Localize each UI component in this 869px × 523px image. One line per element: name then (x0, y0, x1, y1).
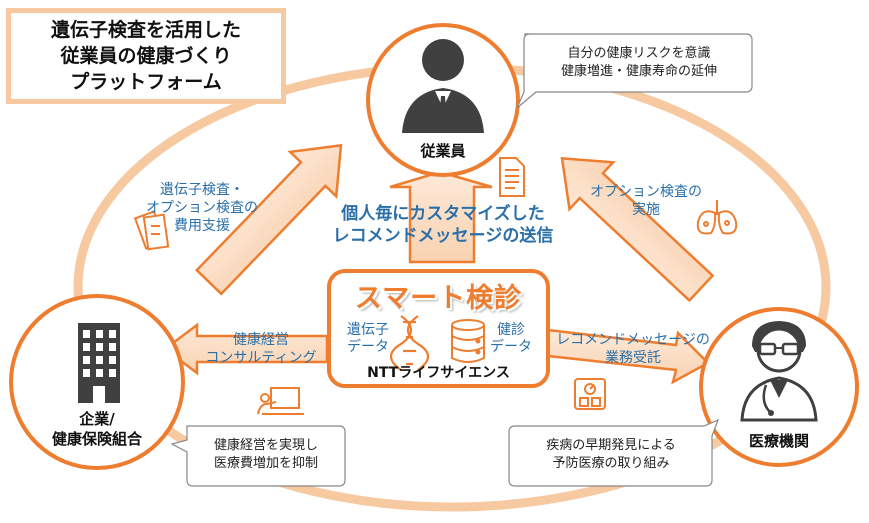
arrow-left-up-line-1: 遺伝子検査・ (160, 182, 244, 198)
callout-company: 健康経営を実現し 医療費増加を抑制 (190, 437, 342, 473)
health-data-line-2: データ (490, 339, 532, 355)
title-line-1: 遺伝子検査を活用した (50, 19, 241, 41)
company-label-line-2: 健康保険組合 (51, 430, 142, 448)
ntt-company-label: NTTライフサイエンス (367, 365, 510, 381)
health-data-line-1: 健診 (497, 322, 525, 338)
building-icon (78, 323, 120, 403)
smart-checkup-title: スマート検診 (354, 283, 523, 314)
person-icon (402, 39, 484, 133)
arrow-left-down-line-2: コンサルティング (205, 350, 317, 366)
callout-medical-line-2: 予防医療の取り組み (552, 456, 670, 471)
arrow-center-up-line-2: レコメンドメッセージの送信 (332, 226, 554, 246)
arrow-left-up-line-3: 費用支援 (174, 218, 230, 234)
callout-company-line-1: 健康経営を実現し (213, 438, 318, 453)
arrow-left-up (195, 143, 343, 296)
dna-icon (389, 315, 430, 371)
arrow-right-up-line-2: 実施 (632, 202, 660, 218)
arrow-left-up-label: 遺伝子検査・ オプション検査の 費用支援 (137, 181, 267, 235)
callout-employee-bubble (516, 33, 753, 109)
arrow-right-up (560, 157, 715, 303)
title-line-3: プラットフォーム (70, 71, 222, 93)
arrow-left-down-line-1: 健康経営 (233, 332, 289, 348)
callout-employee: 自分の健康リスクを意識 健康増進・健康寿命の延伸 (530, 45, 748, 81)
callout-company-bubble (170, 425, 346, 487)
arrow-center-up-line-1: 個人毎にカスタマイズした (341, 204, 545, 224)
doctor-icon (740, 321, 818, 422)
scale-icon (574, 378, 606, 410)
arrow-right-up-line-1: オプション検査の (590, 184, 702, 200)
callout-employee-line-2: 健康増進・健康寿命の延伸 (560, 64, 717, 79)
callout-employee-line-1: 自分の健康リスクを意識 (567, 46, 711, 61)
arrow-right-down-label: レコメンドメッセージの 業務受託 (553, 331, 713, 367)
document-icon (499, 157, 525, 197)
gene-data-line-1: 遺伝子 (347, 322, 389, 338)
arrow-right-down-line-1: レコメンドメッセージの (556, 332, 710, 348)
callout-company-line-2: 医療費増加を抑制 (213, 456, 318, 471)
database-icon (451, 319, 485, 363)
company-label-line-1: 企業/ (79, 410, 115, 428)
arrow-center-up (389, 170, 493, 264)
callout-medical-bubble (508, 418, 720, 487)
arrow-right-up-label: オプション検査の 実施 (583, 183, 709, 219)
lungs-icon (696, 200, 738, 235)
arrow-right-down-line-2: 業務受託 (605, 350, 661, 366)
gene-data-line-2: データ (347, 339, 389, 355)
money-icon (133, 210, 170, 251)
arrow-left-up-line-2: オプション検査の (146, 200, 258, 216)
arrow-left-down-label: 健康経営 コンサルティング (197, 331, 325, 367)
gene-data-label: 遺伝子 データ (340, 322, 396, 356)
health-data-label: 健診 データ (485, 322, 537, 356)
smart-checkup-box (327, 269, 550, 388)
callout-medical-line-1: 疾病の早期発見による (546, 438, 676, 453)
presentation-icon (257, 387, 304, 415)
title-box: 遺伝子検査を活用した 従業員の健康づくり プラットフォーム (6, 8, 286, 104)
title-line-2: 従業員の健康づくり (60, 45, 232, 67)
callout-medical: 疾病の早期発見による 予防医療の取り組み (512, 437, 710, 473)
medical-label: 医療機関 (748, 432, 809, 450)
company-label: 企業/ 健康保険組合 (22, 409, 172, 449)
employee-label: 従業員 (420, 142, 466, 160)
arrow-center-up-label: 個人毎にカスタマイズした レコメンドメッセージの送信 (318, 203, 568, 247)
